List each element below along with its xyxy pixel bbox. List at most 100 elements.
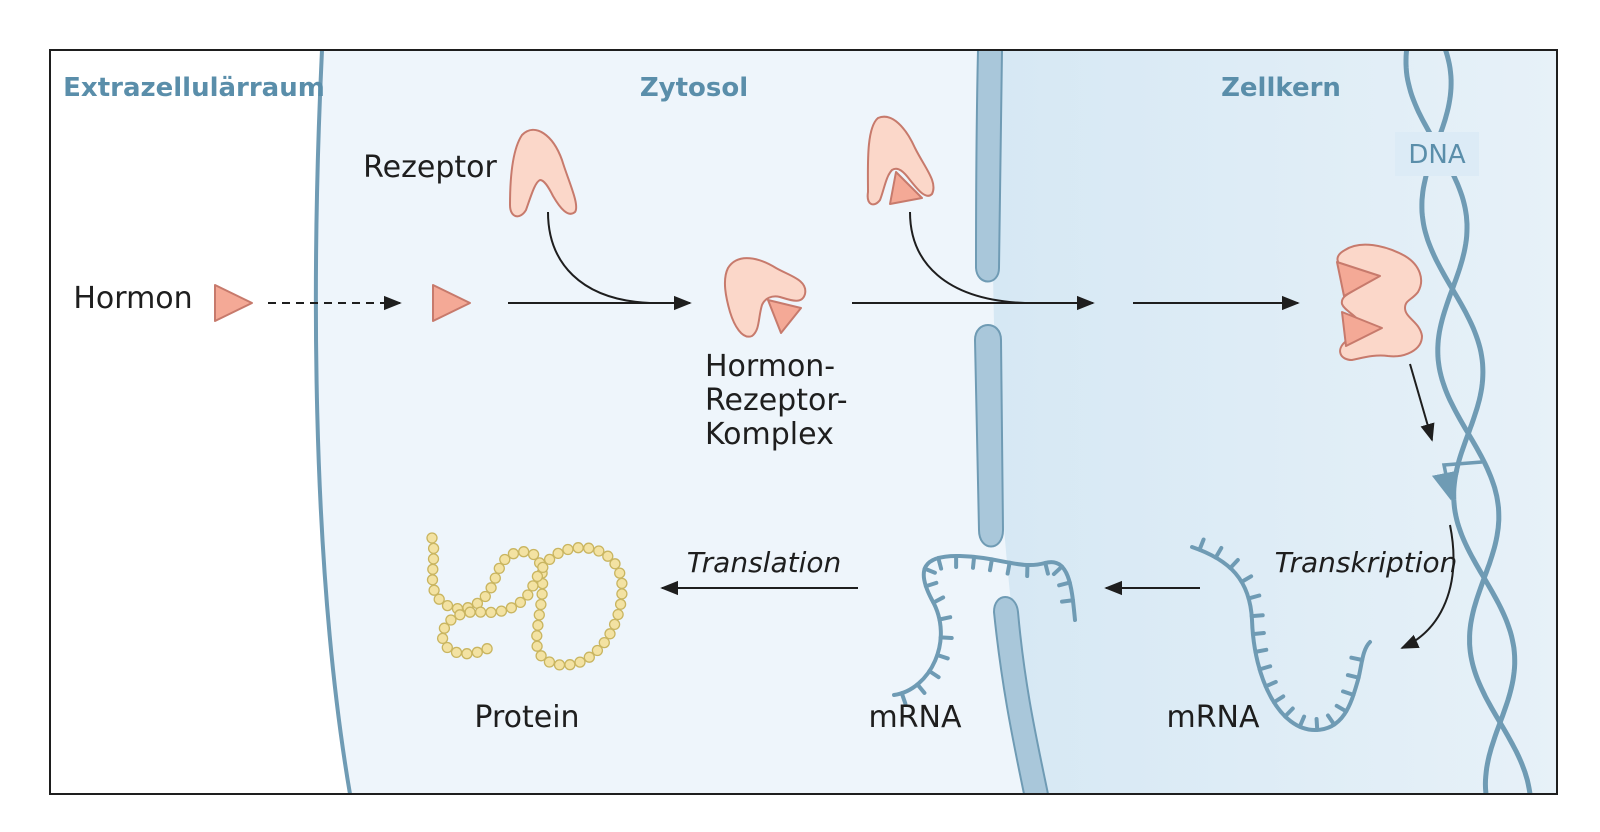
mrna-nucleotide-tick: [923, 580, 939, 589]
receptor-label: Rezeptor: [363, 150, 497, 185]
amino-acid-bead: [552, 547, 564, 560]
mrna-nucleotide-tick: [1283, 706, 1295, 719]
amino-acid-bead: [591, 644, 604, 657]
amino-acid-bead: [474, 606, 487, 618]
amino-acid-bead: [427, 563, 439, 575]
amino-acid-bead: [614, 567, 626, 579]
activation-arrow: [1409, 363, 1435, 442]
hormone-triangle: [214, 284, 253, 322]
amino-acid-bead: [574, 656, 586, 668]
transcription-start-icon: [1431, 460, 1483, 501]
amino-acid-bead: [441, 641, 453, 654]
amino-acid-bead: [562, 543, 574, 556]
mrna-nucleotide-tick: [1043, 560, 1050, 576]
hormone-label: Hormon: [73, 281, 192, 316]
region-label-cytosol: Zytosol: [640, 73, 748, 103]
mrna-nucleotide-tick: [899, 691, 908, 706]
amino-acid-bead: [493, 562, 505, 575]
mrna-nucleotide-tick: [935, 653, 950, 661]
amino-acid-bead: [464, 606, 476, 618]
amino-acid-bead: [428, 584, 440, 596]
amino-acid-bead: [495, 605, 508, 617]
mrna-nucleotide-tick: [937, 615, 953, 622]
amino-acid-bead: [616, 588, 628, 600]
compartments: [50, 50, 1557, 794]
nuclear-envelope-segment: [973, 324, 1005, 548]
mrna-nucleotide-tick: [1060, 598, 1075, 604]
amino-acid-bead: [616, 577, 628, 590]
bound-hormone-triangle: [1336, 261, 1381, 297]
mrna-strand-cytosol: [892, 553, 1077, 706]
receptor-protein: [866, 115, 935, 206]
mrna-nucleotide-tick: [1246, 593, 1262, 601]
complex-label-line1: Hormon-: [705, 349, 835, 384]
receptor-protein: [723, 257, 807, 338]
region-label-nucleus: Zellkern: [1221, 73, 1341, 103]
bound-hormone-triangle: [767, 299, 802, 334]
mrna-label-nucleus: mRNA: [1166, 700, 1260, 735]
amino-acid-bead: [479, 590, 491, 603]
amino-acid-bead: [527, 548, 540, 561]
mrna-nucleotide-tick: [1341, 689, 1356, 697]
diagram-frame: [49, 49, 1558, 795]
mrna-nucleotide-tick: [1253, 647, 1269, 654]
amino-acid-bead: [426, 574, 439, 586]
amino-acid-bead: [499, 553, 511, 566]
protein-bead-chain: [426, 532, 628, 671]
nuclear-envelope-segment: [974, 50, 1004, 283]
bound-hormone-triangle: [1341, 311, 1383, 347]
hormone-receptor-complex-top: [866, 115, 935, 206]
transcription-arrow: [1400, 524, 1455, 649]
complex-joining-curve: [909, 211, 1026, 304]
amino-acid-bead: [543, 656, 556, 668]
amino-acid-bead: [583, 651, 595, 663]
amino-acid-bead: [454, 609, 466, 621]
receptor-joining-curve: [547, 211, 651, 304]
complex-label-line3: Komplex: [705, 417, 834, 452]
region-label-extracellular: Extrazellulärraum: [63, 73, 325, 103]
mrna-nucleotide-tick: [1349, 655, 1365, 663]
amino-acid-bead: [535, 650, 547, 662]
mrna-nucleotide-tick: [1297, 714, 1307, 729]
mrna-nucleotide-tick: [1250, 630, 1266, 637]
mrna-nucleotide-tick: [1314, 716, 1320, 732]
nucleus-area: [990, 50, 1557, 794]
amino-acid-bead: [518, 546, 530, 558]
nuclear-envelope: [973, 50, 1050, 794]
mrna-nucleotide-tick: [931, 595, 946, 605]
receptor-dimer-on-dna: [1336, 243, 1424, 362]
amino-acid-bead: [433, 593, 445, 605]
protein-label: Protein: [474, 700, 579, 735]
amino-acid-bead: [537, 561, 549, 574]
mrna-label-cytosol: mRNA: [868, 700, 962, 735]
amino-acid-bead: [614, 598, 627, 610]
amino-acid-bead: [507, 548, 520, 560]
amino-acid-bead: [427, 542, 440, 555]
mrna-nucleotide-tick: [1257, 664, 1273, 672]
amino-acid-bead: [471, 646, 483, 658]
dna-label: DNA: [1408, 140, 1465, 170]
mrna-nucleotide-tick: [1271, 694, 1286, 705]
mrna-nucleotide-tick: [1345, 673, 1361, 680]
amino-acid-bead: [564, 659, 576, 671]
mrna-nucleotide-tick: [915, 682, 927, 695]
amino-acid-bead: [532, 619, 544, 631]
mrna-nucleotide-tick: [1005, 560, 1012, 576]
amino-acid-bead: [427, 553, 440, 565]
mrna-nucleotide-tick: [1051, 564, 1064, 577]
amino-acid-bead: [609, 558, 621, 570]
amino-acid-bead: [505, 602, 518, 614]
mrna-nucleotide-tick: [938, 635, 954, 640]
amino-acid-bead: [485, 606, 497, 619]
mrna-nucleotide-tick: [970, 554, 977, 570]
complex-label-line2: Rezeptor-: [705, 383, 848, 418]
mrna-nucleotide-tick: [1263, 679, 1278, 689]
amino-acid-bead: [543, 553, 556, 566]
mrna-nucleotide-tick: [1213, 545, 1224, 560]
hormone-receptor-complex: [723, 257, 807, 338]
bound-hormone-triangle: [889, 171, 923, 205]
amino-acid-bead: [531, 640, 543, 652]
mrna-nucleotide-tick: [1057, 580, 1072, 588]
mrna-nucleotide-tick: [1249, 613, 1265, 619]
amino-acid-bead: [572, 542, 584, 554]
